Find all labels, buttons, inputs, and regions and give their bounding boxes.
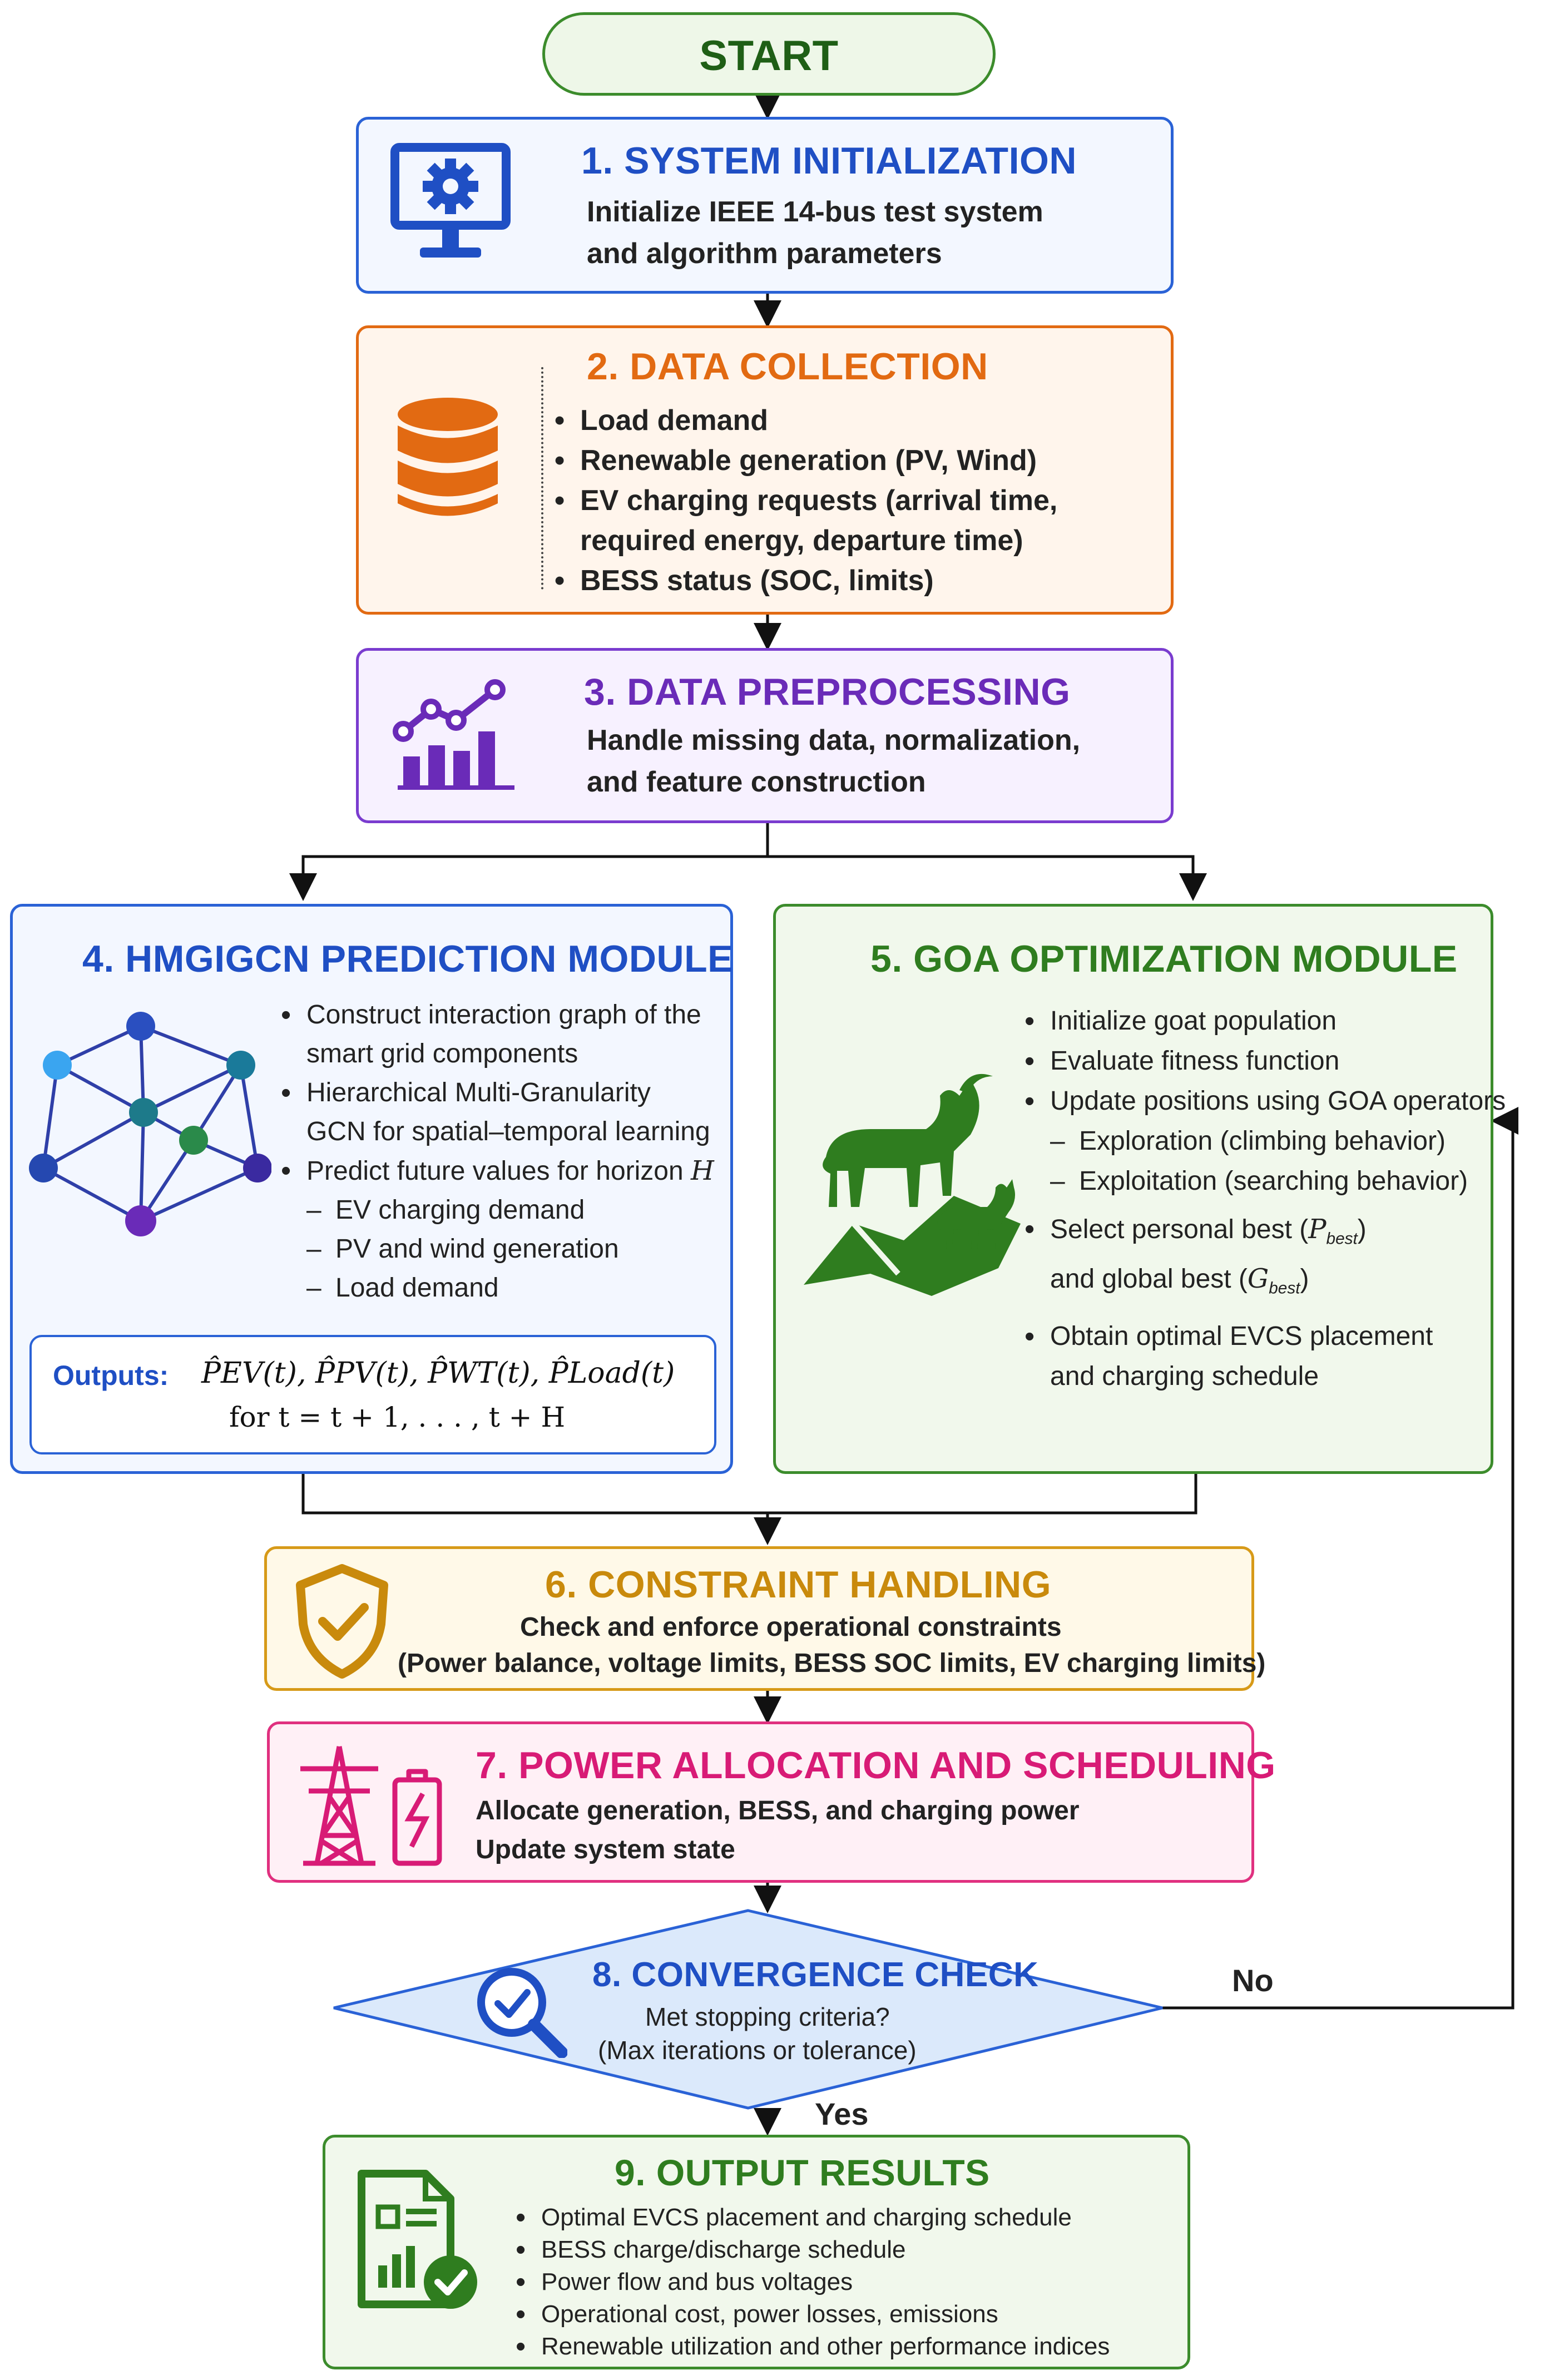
start-node: START bbox=[542, 12, 996, 96]
goat-icon bbox=[804, 1073, 1021, 1296]
report-check-icon bbox=[358, 2170, 477, 2309]
horizon-text: Predict future values for horizon bbox=[306, 1156, 684, 1186]
step4-list: Construct interaction graph of the smart… bbox=[274, 996, 714, 1308]
step3-title: 3. DATA PREPROCESSING bbox=[584, 671, 1071, 713]
outputs-box: Outputs: P̂EV(t), P̂PV(t), P̂WT(t), P̂Lo… bbox=[29, 1335, 716, 1454]
outputs-range: for t = t + 1, . . . , t + H bbox=[229, 1401, 566, 1433]
arrow-3-5 bbox=[768, 855, 1207, 901]
step7-box: 7. POWER ALLOCATION AND SCHEDULING Alloc… bbox=[267, 1721, 1275, 1883]
sub-item-label: Load demand bbox=[335, 1273, 499, 1303]
convergence-diamond bbox=[333, 1909, 1163, 2110]
sub-item: –Exploration (climbing behavior) bbox=[1050, 1126, 1446, 1156]
magnifier-check-icon bbox=[477, 1968, 567, 2058]
list-item-continued: and global best (Gbest) bbox=[1050, 1263, 1309, 1298]
horizon-symbol: H bbox=[691, 1155, 714, 1186]
outputs-expression: P̂EV(t), P̂PV(t), P̂WT(t), P̂Load(t) bbox=[201, 1357, 675, 1390]
sub-item-label: PV and wind generation bbox=[335, 1234, 619, 1264]
sub-item: –PV and wind generation bbox=[306, 1234, 619, 1264]
sub-item-label: Exploration (climbing behavior) bbox=[1079, 1126, 1446, 1156]
start-label: START bbox=[699, 32, 839, 80]
list-item-continued: smart grid components bbox=[306, 1039, 578, 1068]
sub-item: –Exploitation (searching behavior) bbox=[1050, 1166, 1468, 1196]
step9-list: Optimal EVCS placement and charging sche… bbox=[509, 2201, 1110, 2363]
step7-line1: Allocate generation, BESS, and charging … bbox=[476, 1796, 1080, 1825]
list-item: BESS charge/discharge schedule bbox=[509, 2234, 1110, 2266]
step3-box: 3. DATA PREPROCESSING Handle missing dat… bbox=[356, 648, 1174, 823]
database-icon bbox=[398, 398, 498, 516]
graph-network-icon bbox=[29, 1012, 271, 1236]
step9-box: 9. OUTPUT RESULTS Optimal EVCS placement… bbox=[323, 2135, 1190, 2369]
list-item: Update positions using GOA operators bbox=[1018, 1081, 1506, 1121]
step8-line1: Met stopping criteria? bbox=[645, 2002, 890, 2031]
step4-box: 4. HMGIGCN PREDICTION MODULE Con bbox=[10, 904, 733, 1474]
list-item-continued: GCN for spatial–temporal learning bbox=[306, 1117, 710, 1146]
step3-line1: Handle missing data, normalization, bbox=[587, 724, 1081, 756]
pbest-symbol: P bbox=[1308, 1214, 1327, 1245]
monitor-gear-icon bbox=[390, 143, 511, 258]
list-item: Obtain optimal EVCS placement bbox=[1018, 1317, 1506, 1357]
sub-item: –Load demand bbox=[306, 1273, 499, 1303]
step6-line2: (Power balance, voltage limits, BESS SOC… bbox=[398, 1649, 1266, 1678]
step6-title: 6. CONSTRAINT HANDLING bbox=[545, 1563, 1052, 1606]
list-item: Initialize goat population bbox=[1018, 1001, 1506, 1041]
step5-box: 5. GOA OPTIMIZATION MODULE Initialize go… bbox=[773, 904, 1506, 1474]
step5-list: Initialize goat population Evaluate fitn… bbox=[1018, 1001, 1506, 1397]
step7-title: 7. POWER ALLOCATION AND SCHEDULING bbox=[476, 1744, 1276, 1787]
tower-battery-icon bbox=[300, 1746, 442, 1866]
chart-trend-icon bbox=[393, 679, 514, 790]
sub-item: –EV charging demand bbox=[306, 1195, 585, 1225]
step1-title: 1. SYSTEM INITIALIZATION bbox=[581, 140, 1077, 182]
step1-line2: and algorithm parameters bbox=[587, 237, 942, 270]
list-item: Optimal EVCS placement and charging sche… bbox=[509, 2201, 1110, 2234]
step5-title: 5. GOA OPTIMIZATION MODULE bbox=[870, 938, 1458, 980]
yes-label: Yes bbox=[815, 2096, 869, 2131]
pbest-subscript: best bbox=[1326, 1229, 1358, 1248]
list-item: BESS status (SOC, limits) bbox=[548, 561, 1057, 601]
pbest-text: Select personal best ( bbox=[1050, 1215, 1309, 1244]
sub-item-label: EV charging demand bbox=[335, 1195, 585, 1225]
list-item: Power flow and bus voltages bbox=[509, 2266, 1110, 2298]
step3-line2: and feature construction bbox=[587, 766, 926, 798]
sub-item-label: Exploitation (searching behavior) bbox=[1079, 1166, 1468, 1196]
step2-title: 2. DATA COLLECTION bbox=[587, 345, 988, 388]
step8-line2: (Max iterations or tolerance) bbox=[598, 2036, 917, 2065]
step6-box: 6. CONSTRAINT HANDLING Check and enforce… bbox=[264, 1546, 1265, 1691]
gbest-symbol: G bbox=[1247, 1263, 1269, 1295]
no-label: No bbox=[1232, 1963, 1274, 1998]
outputs-label: Outputs: bbox=[53, 1360, 169, 1391]
list-item: Operational cost, power losses, emission… bbox=[509, 2298, 1110, 2330]
step1-box: 1. SYSTEM INITIALIZATION Initialize IEEE… bbox=[356, 117, 1174, 294]
list-item: Construct interaction graph of the bbox=[274, 996, 714, 1035]
step7-line2: Update system state bbox=[476, 1835, 735, 1864]
list-item: Renewable utilization and other performa… bbox=[509, 2330, 1110, 2363]
list-item-continued: required energy, departure time) bbox=[580, 525, 1023, 557]
step2-list: Load demand Renewable generation (PV, Wi… bbox=[548, 400, 1057, 601]
list-item: Load demand bbox=[548, 400, 1057, 441]
merge-4-5 bbox=[301, 1474, 1197, 1515]
step2-box: 2. DATA COLLECTION Load demand Renewable… bbox=[356, 325, 1174, 615]
list-item: Select personal best (Pbest) bbox=[1018, 1209, 1506, 1259]
list-item: Renewable generation (PV, Wind) bbox=[548, 441, 1057, 481]
list-item: EV charging requests (arrival time, bbox=[548, 481, 1057, 521]
list-item: Hierarchical Multi-Granularity bbox=[274, 1073, 714, 1112]
step4-title: 4. HMGIGCN PREDICTION MODULE bbox=[82, 938, 734, 980]
gbest-subscript: best bbox=[1269, 1279, 1300, 1298]
step8-title: 8. CONVERGENCE CHECK bbox=[592, 1956, 1039, 1994]
list-item-continued: and charging schedule bbox=[1050, 1361, 1319, 1391]
step1-line1: Initialize IEEE 14-bus test system bbox=[587, 196, 1043, 228]
step6-line1: Check and enforce operational constraint… bbox=[520, 1612, 1062, 1642]
arrow-3-4 bbox=[289, 823, 769, 901]
step9-title: 9. OUTPUT RESULTS bbox=[615, 2152, 990, 2193]
list-item: Predict future values for horizon H bbox=[274, 1151, 714, 1191]
step2-divider bbox=[541, 367, 543, 590]
shield-check-icon bbox=[296, 1564, 388, 1679]
list-item: Evaluate fitness function bbox=[1018, 1041, 1506, 1081]
gbest-text: and global best ( bbox=[1050, 1264, 1248, 1294]
